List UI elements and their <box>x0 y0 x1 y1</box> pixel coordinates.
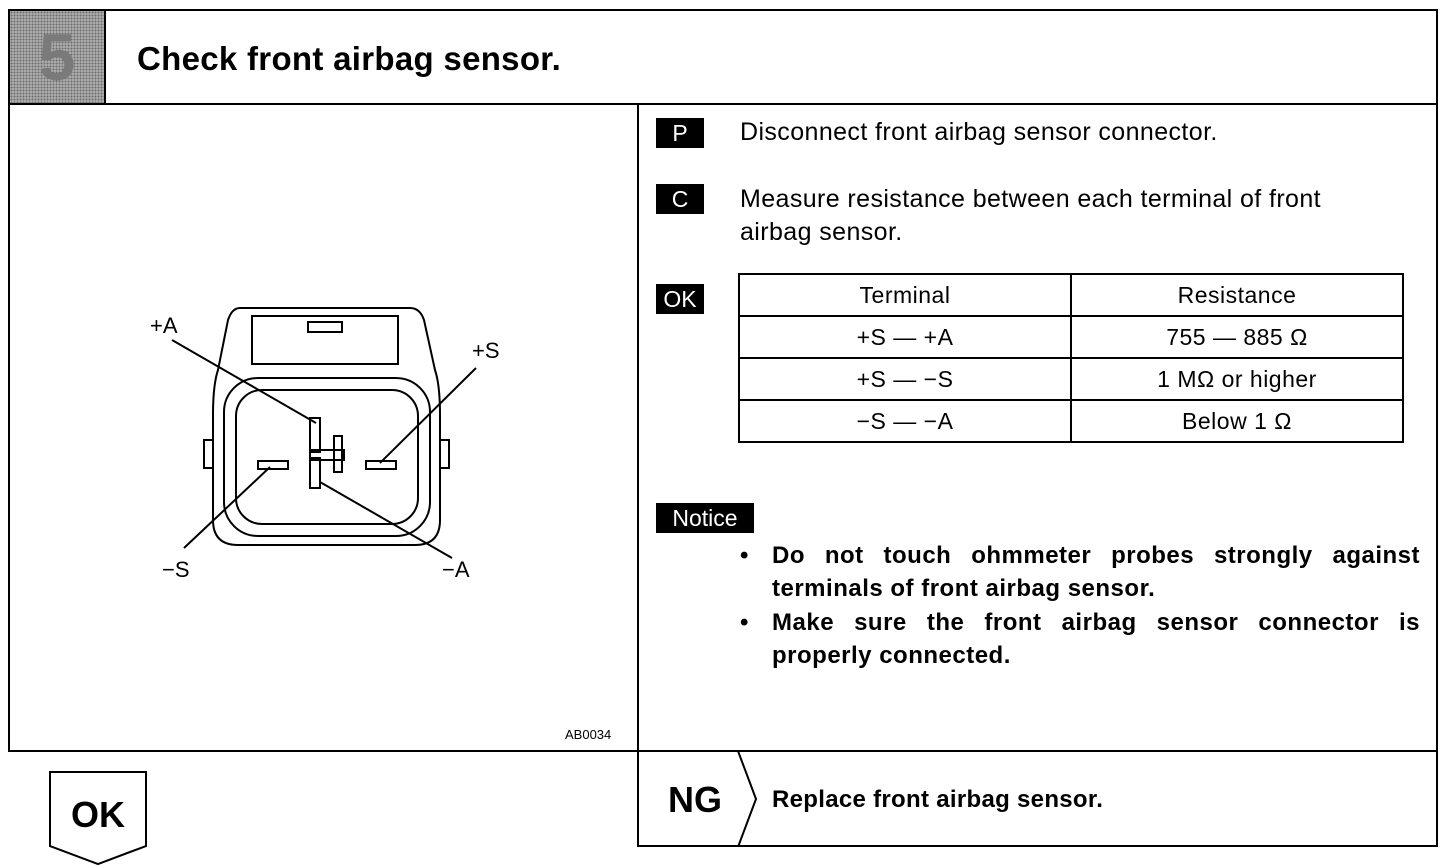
connector-housing-outline <box>212 307 441 546</box>
resistance-table: Terminal Resistance +S — +A 755 — 885 Ω … <box>738 273 1404 443</box>
figure-panel <box>8 103 639 752</box>
notice-tag: Notice <box>656 503 754 533</box>
label-plus-a: +A <box>150 313 178 338</box>
step-tag-c: C <box>656 184 704 214</box>
connector-latch <box>251 315 399 365</box>
connector-inner-frame <box>223 377 431 537</box>
table-cell: +S — +A <box>738 315 1072 359</box>
notice-item: • Make sure the front airbag sensor conn… <box>740 609 1420 669</box>
ng-result-box <box>637 750 1438 847</box>
ng-chevron <box>737 751 758 847</box>
step-tag-p: P <box>656 118 704 148</box>
ng-action-text: Replace front airbag sensor. <box>772 786 1104 813</box>
step-number: 5 <box>38 20 76 94</box>
figure-code: AB0034 <box>565 727 612 742</box>
connector-diagram <box>171 307 477 559</box>
table-row: −S — −A Below 1 Ω <box>738 399 1404 443</box>
page-title: Check front airbag sensor. <box>137 40 562 77</box>
terminal-minus-s <box>257 460 289 470</box>
terminal-center-lower <box>309 457 321 489</box>
column-header-resistance: Resistance <box>1070 273 1404 317</box>
ok-tag: OK <box>656 284 704 314</box>
label-minus-a: −A <box>442 557 470 582</box>
step-text-c: Measure resistance between each terminal… <box>740 185 1322 246</box>
table-cell: −S — −A <box>738 399 1072 443</box>
terminal-center-upper <box>309 417 321 453</box>
table-cell: +S — −S <box>738 357 1072 401</box>
ng-result-label: NG <box>668 779 722 820</box>
notice-item: • Do not touch ohmmeter probes strongly … <box>740 542 1420 602</box>
ok-result-label: OK <box>71 794 125 835</box>
header-divider <box>104 9 106 105</box>
terminal-center-bar <box>309 449 345 461</box>
table-row: +S — +A 755 — 885 Ω <box>738 315 1404 359</box>
step-number-box: 5 <box>10 11 104 103</box>
step-text-p: Disconnect front airbag sensor connector… <box>740 118 1218 146</box>
ok-result-shape <box>49 771 147 866</box>
table-row: +S — −S 1 MΩ or higher <box>738 357 1404 401</box>
label-minus-s: −S <box>162 557 190 582</box>
table-header-row: Terminal Resistance <box>738 273 1404 317</box>
table-cell: 1 MΩ or higher <box>1070 357 1404 401</box>
table-cell: 755 — 885 Ω <box>1070 315 1404 359</box>
table-cell: Below 1 Ω <box>1070 399 1404 443</box>
label-plus-s: +S <box>472 338 500 363</box>
column-header-terminal: Terminal <box>738 273 1072 317</box>
